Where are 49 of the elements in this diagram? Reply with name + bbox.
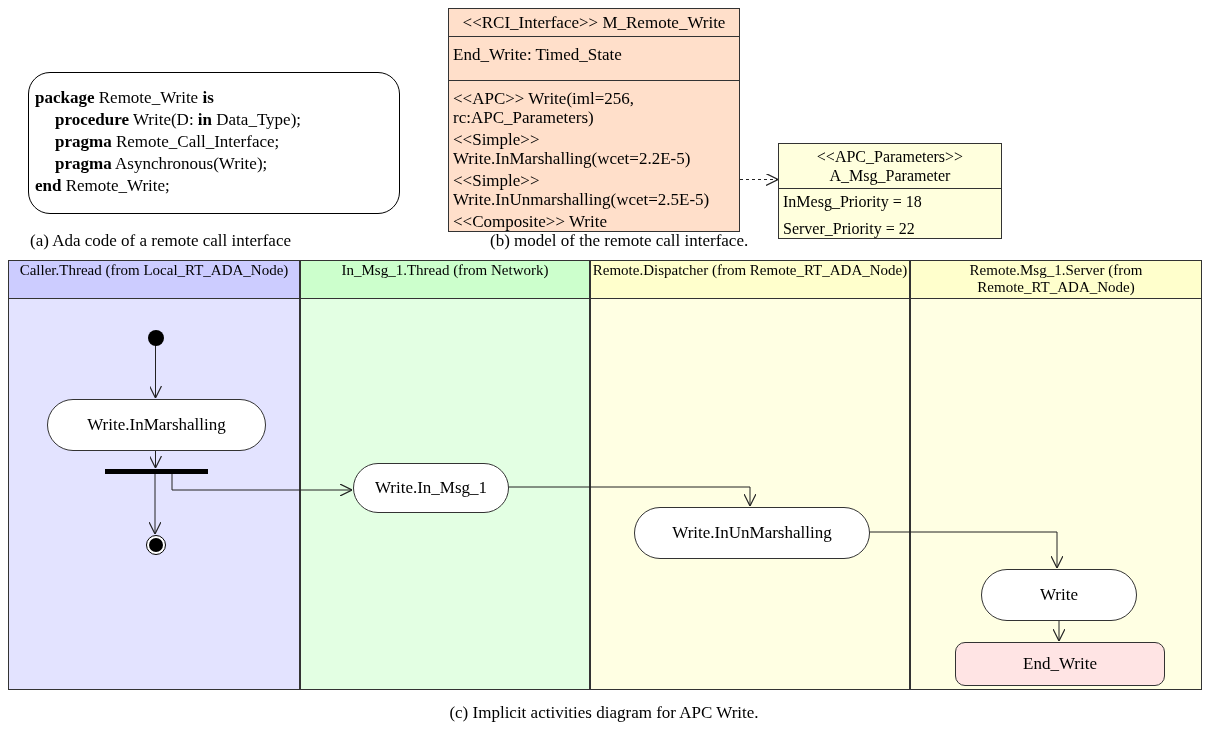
caption: (c) Implicit activities diagram for APC Write.	[449, 703, 759, 722]
caption: (b) model of the remote call interface.	[490, 231, 749, 250]
dependency-arrow	[739, 172, 779, 187]
activity-label: Write	[1040, 584, 1078, 607]
code-line: pragma Remote_Call_Interface;	[54, 131, 281, 153]
class-name: <<APC_Parameters>> A_Msg_Parameter	[815, 147, 965, 185]
flow-arrow	[171, 472, 353, 497]
code-line: pragma Asynchronous(Write);	[54, 153, 269, 175]
class-attribute: InMesg_Priority = 18	[783, 192, 923, 211]
class-attribute: Server_Priority = 22	[783, 219, 916, 238]
class-attribute: End_Write: Timed_State	[453, 45, 623, 64]
swimlane	[590, 260, 910, 690]
class-operation: <<Composite>> Write	[453, 212, 608, 231]
flow-arrow	[1052, 619, 1066, 642]
swimlane	[910, 260, 1202, 690]
flow-arrow	[507, 486, 757, 507]
initial-node	[148, 330, 164, 346]
activity-label: Write.InMarshalling	[87, 414, 226, 437]
activity-label: End_Write	[1023, 653, 1097, 676]
swimlane	[300, 260, 590, 690]
code-line: package Remote_Write is	[35, 87, 215, 109]
swimlane	[8, 260, 300, 690]
class-box	[778, 143, 1002, 239]
activity-box	[634, 507, 870, 559]
final-node	[146, 535, 166, 555]
swimlane-title: Remote.Dispatcher (from Remote_RT_ADA_Node)	[591, 262, 909, 279]
code-line: procedure Write(D: in Data_Type);	[54, 109, 302, 131]
code-line: end Remote_Write;	[35, 175, 171, 197]
caption: (a) Ada code of a remote call interface	[30, 231, 291, 250]
code-box	[28, 72, 400, 214]
class-box	[448, 8, 740, 232]
swimlane-title: Caller.Thread (from Local_RT_ADA_Node)	[18, 262, 290, 279]
activity-box	[981, 569, 1137, 621]
class-operation: <<APC>> Write(iml=256, rc:APC_Parameters)	[453, 89, 636, 127]
flow-arrow	[148, 449, 163, 469]
activity-label: Write.InUnMarshalling	[672, 522, 832, 545]
fork-bar	[105, 469, 208, 474]
swimlane-title: Remote.Msg_1.Server (from Remote_RT_ADA_Node)	[968, 262, 1144, 296]
state-box	[955, 642, 1165, 686]
activity-label: Write.In_Msg_1	[374, 477, 488, 500]
swimlane-title: In_Msg_1.Thread (from Network)	[340, 262, 550, 279]
activity-box	[353, 463, 509, 513]
class-operation: <<Simple>> Write.InMarshalling(wcet=2.2E-5)	[453, 130, 692, 168]
flow-arrow	[148, 344, 163, 399]
activity-box	[47, 399, 266, 451]
flow-arrow	[148, 472, 162, 535]
flow-arrow	[868, 531, 1064, 569]
class-operation: <<Simple>> Write.InUnmarshalling(wcet=2.5E-5)	[453, 171, 711, 209]
class-name: <<RCI_Interface>> M_Remote_Write	[461, 13, 727, 32]
